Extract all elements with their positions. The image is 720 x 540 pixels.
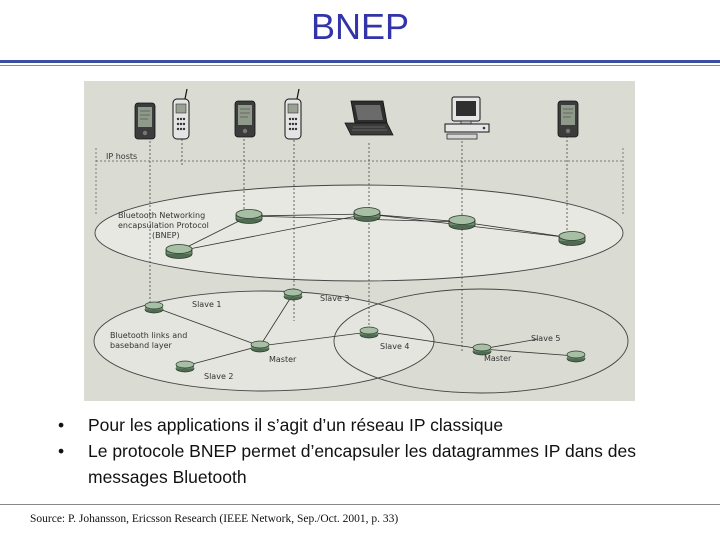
phone-icon [284, 88, 302, 140]
bnep-router [165, 244, 193, 259]
baseband-layer-label: Bluetooth links and baseband layer [110, 331, 190, 350]
bullet-list: • Pour les applications il s’agit d’un r… [58, 412, 678, 490]
slave5-node [566, 350, 586, 363]
master-left-label: Master [269, 355, 297, 364]
bullet-text: Le protocole BNEP permet d’encapsuler le… [88, 441, 636, 487]
ip-hosts-region: IP hosts [95, 148, 624, 216]
pda-icon [234, 100, 256, 138]
master-right-label: Master [484, 354, 512, 363]
bnep-network-diagram: IP hosts [84, 81, 635, 401]
pda-icon [557, 100, 579, 138]
slave3-label: Slave 3 [320, 294, 350, 303]
diagram-canvas: IP hosts [93, 88, 629, 394]
bnep-router [353, 207, 381, 222]
slave2-node [175, 360, 195, 373]
bullet-marker: • [58, 415, 65, 435]
ip-hosts-label: IP hosts [106, 152, 137, 161]
phone-icon [172, 88, 190, 140]
slave5-label: Slave 5 [531, 334, 561, 343]
source-citation: Source: P. Johansson, Ericsson Research … [30, 513, 399, 525]
pda-icon [134, 102, 156, 140]
master-left-node [250, 340, 270, 353]
slave2-label: Slave 2 [204, 372, 234, 381]
piconet-links [153, 293, 577, 367]
bullet-text: Pour les applications il s’agit d’un rés… [88, 415, 504, 435]
slave3-node [283, 288, 303, 301]
slave1-node [144, 301, 164, 314]
bullet-item: • Le protocole BNEP permet d’encapsuler … [58, 438, 678, 490]
title-divider-thin [0, 65, 720, 66]
bnep-router [558, 231, 586, 246]
bnep-router [448, 215, 476, 230]
laptop-icon [344, 100, 394, 136]
bullet-item: • Pour les applications il s’agit d’un r… [58, 412, 678, 438]
slave4-label: Slave 4 [380, 342, 410, 351]
bnep-router [235, 209, 263, 224]
slide-title: BNEP [310, 6, 410, 47]
title-divider [0, 60, 720, 63]
slave1-label: Slave 1 [192, 300, 222, 309]
slave4-node [359, 326, 379, 339]
bnep-layer-label: Bluetooth Networking encapsulation Proto… [118, 211, 211, 240]
bnep-layer-ellipse [94, 184, 624, 282]
footer-divider [0, 504, 720, 505]
right-piconet-ellipse [333, 288, 629, 394]
desktop-computer-icon [444, 96, 490, 140]
bullet-marker: • [58, 441, 65, 461]
